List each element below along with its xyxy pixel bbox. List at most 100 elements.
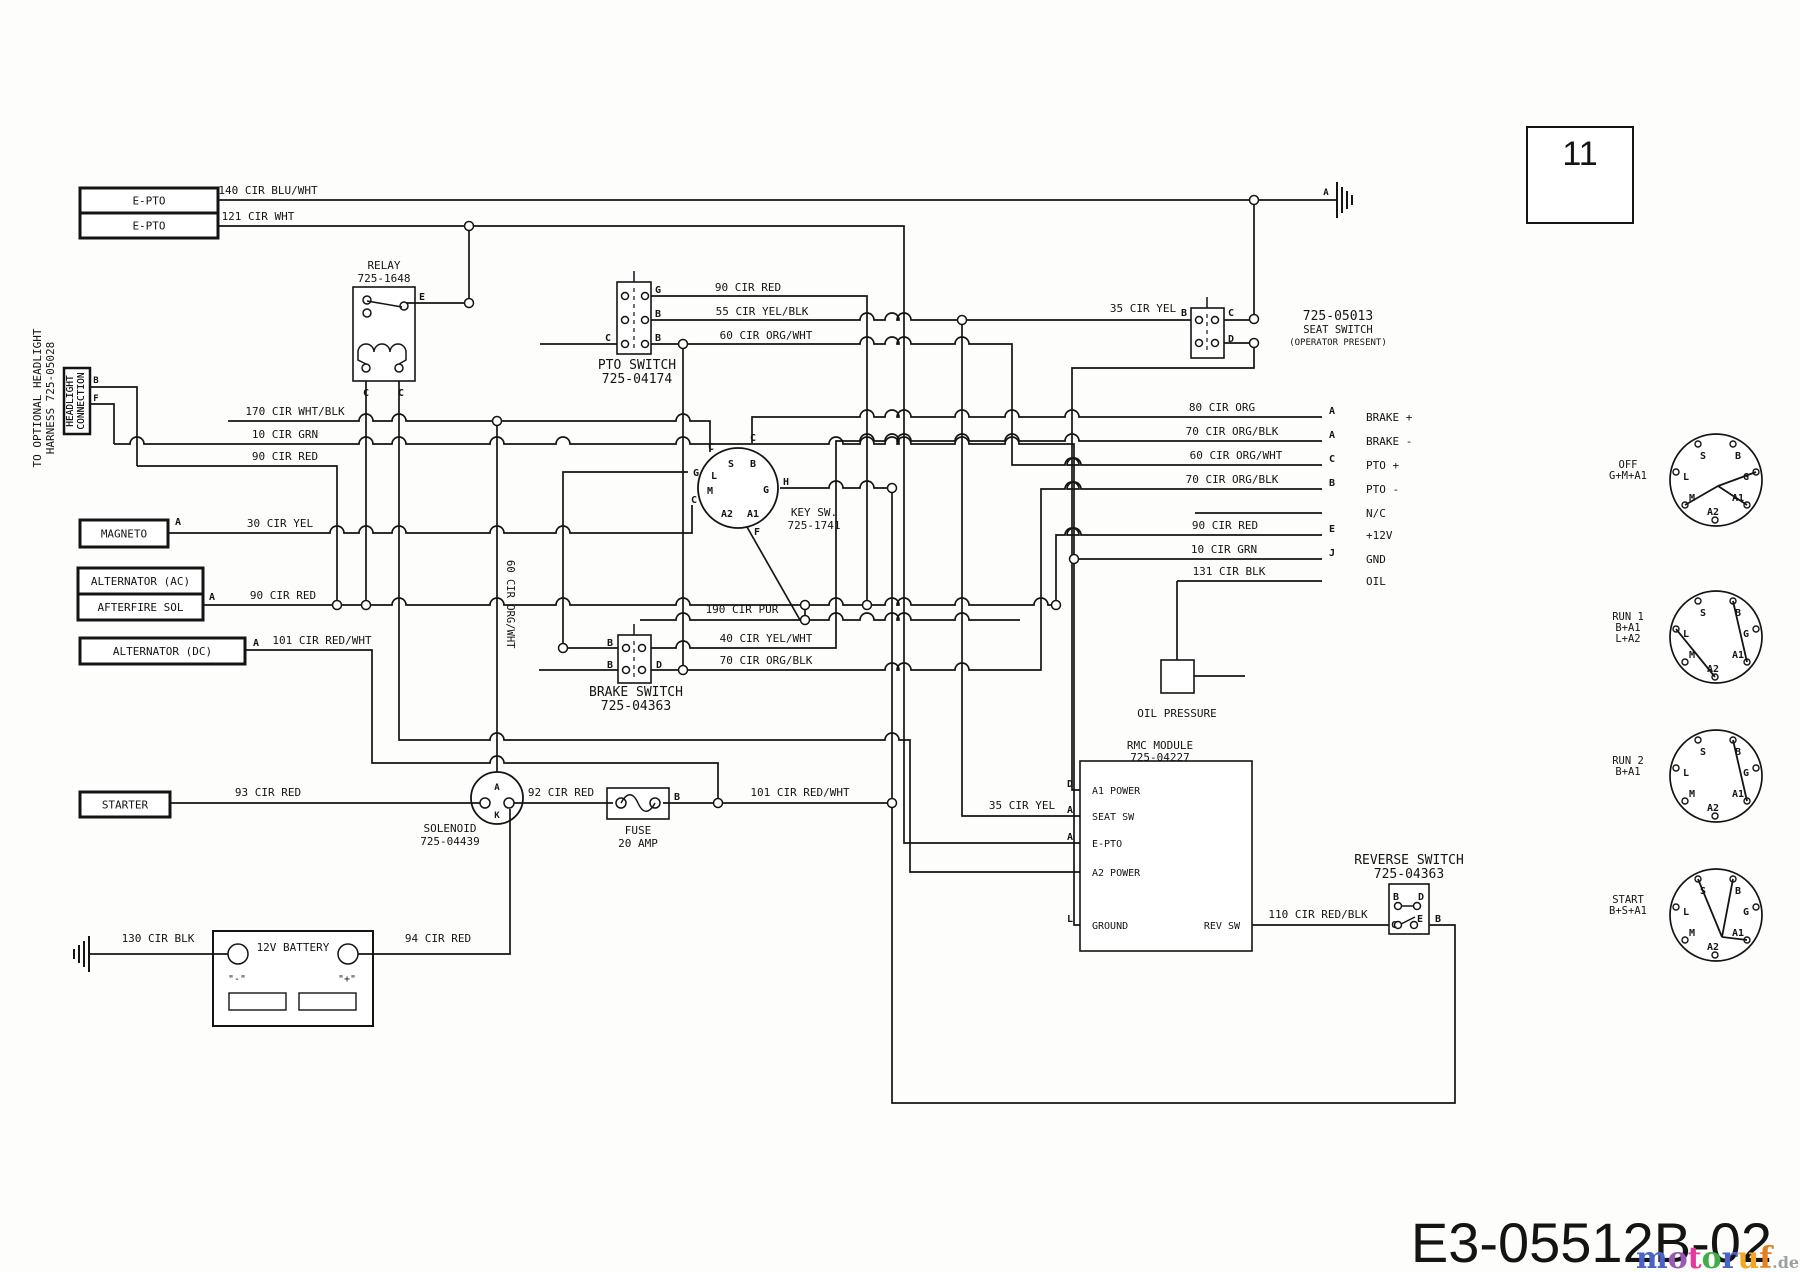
pin-letter: A — [1067, 805, 1073, 816]
terminal-post — [362, 308, 372, 318]
terminal-post — [1393, 920, 1403, 930]
pin-name: OIL — [1366, 575, 1386, 588]
wire-label: 90 CIR RED — [1192, 519, 1258, 532]
wire-55-35-yel — [651, 312, 1191, 321]
headlight-connection-box-vlabel: CONNECTION — [76, 372, 87, 429]
pin-name: PTO + — [1366, 459, 1399, 472]
terminal-post — [1393, 901, 1403, 911]
alternator-dc-box — [78, 636, 247, 666]
component-label: 725-04363 — [601, 699, 671, 714]
battery-cell-1 — [228, 992, 287, 1011]
key-position-off-terminal-s: S — [1700, 451, 1706, 462]
wire-label: 101 CIR RED/WHT — [750, 786, 850, 799]
key-position-run2-caption: RUN 2 — [1612, 755, 1644, 767]
wire-key-f-diag — [746, 526, 801, 621]
battery-polarity: "+" — [338, 974, 356, 985]
pin-letter: C — [363, 388, 369, 399]
pin-letter: B — [1393, 892, 1399, 903]
junction-node — [463, 220, 475, 232]
component-label: KEY SW. — [791, 506, 837, 519]
terminal-post — [1409, 920, 1419, 930]
wire-relay-c2 — [398, 381, 1080, 873]
component-label: 20 AMP — [618, 837, 658, 850]
pin-letter: E — [1417, 914, 1423, 925]
wire-pto-g-90 — [651, 295, 868, 605]
key-position-start-terminal-a1: A1 — [1732, 928, 1744, 939]
wire-headlight-b — [90, 386, 138, 466]
alternator-ac-box — [76, 566, 205, 596]
pin-letter: D — [1228, 334, 1234, 345]
pin-letter: E — [419, 292, 425, 303]
component-label: 12V BATTERY — [257, 941, 330, 954]
key-position-off-terminal-l: L — [1683, 472, 1689, 483]
key-position-run1-terminal-l: L — [1683, 629, 1689, 640]
key-position-off-post-s — [1694, 440, 1702, 448]
pin-letter: J — [1329, 548, 1335, 559]
wire-label: 70 CIR ORG/BLK — [720, 654, 813, 667]
key-position-start — [1669, 868, 1763, 962]
junction-node — [712, 797, 724, 809]
wire-label: 90 CIR RED — [715, 281, 781, 294]
key-position-start-terminal-a2: A2 — [1707, 942, 1719, 953]
terminal-post — [620, 315, 630, 325]
pin-letter: D — [1067, 779, 1073, 790]
key-position-run1-post-g — [1752, 625, 1760, 633]
wire-rmc-35-yel — [961, 320, 1080, 817]
key-position-start-caption: START — [1612, 894, 1644, 906]
key-position-off-contact-line — [1717, 471, 1757, 487]
reverse-blade — [1400, 916, 1416, 925]
wire-label: 131 CIR BLK — [1193, 565, 1266, 578]
component-label: 725-1648 — [358, 272, 411, 285]
component-label: SEAT SWITCH — [1303, 324, 1373, 336]
pin-letter: B — [607, 660, 613, 671]
wire-label: 60 CIR ORG/WHT — [1190, 449, 1283, 462]
wire-label: 110 CIR RED/BLK — [1268, 908, 1368, 921]
key-position-off-post-b — [1729, 440, 1737, 448]
sheet-number-box — [1526, 126, 1634, 224]
wire-label: 94 CIR RED — [405, 932, 471, 945]
key-position-start-terminal-g: G — [1743, 907, 1749, 918]
pin-letter: C — [398, 388, 404, 399]
key-terminal-s: S — [728, 459, 734, 470]
key-pin-h: H — [783, 477, 789, 488]
afterfire-sol-box-label: AFTERFIRE SOL — [97, 601, 183, 614]
terminal-post — [621, 643, 631, 653]
key-position-run2-post-s — [1694, 736, 1702, 744]
component-label: 725-1741 — [788, 519, 841, 532]
wire-label: 70 CIR ORG/BLK — [1186, 425, 1279, 438]
pin-letter: A — [494, 783, 500, 793]
terminal-post — [1194, 315, 1204, 325]
rmc-pin-label: A2 POWER — [1092, 868, 1141, 879]
pin-name: +12V — [1366, 529, 1393, 542]
terminal-post — [399, 301, 409, 311]
rmc-pin-label: A1 POWER — [1092, 786, 1141, 797]
wire-90-red-left — [137, 465, 338, 605]
junction-node — [1248, 337, 1260, 349]
key-position-off-post-l — [1672, 468, 1680, 476]
terminal-post — [621, 665, 631, 675]
key-position-run2-contact-line — [1732, 739, 1748, 802]
pin-letter: G — [655, 285, 661, 296]
wire-label: 35 CIR YEL — [989, 799, 1056, 812]
key-position-run2-terminal-b: B — [1735, 747, 1741, 758]
terminal-post — [1210, 315, 1220, 325]
rmc-pin-label: GROUND — [1092, 921, 1128, 932]
wire-121-wht-epto — [218, 225, 1080, 844]
key-position-start-post-m — [1681, 936, 1689, 944]
headlight-connection-box-vlabel: HEADLIGHT — [65, 375, 76, 427]
pin-letter: A — [175, 517, 181, 528]
starter-box-label: STARTER — [102, 799, 149, 812]
key-position-run1-caption: B+A1 — [1615, 622, 1640, 634]
key-position-off-caption: G+M+A1 — [1609, 470, 1647, 482]
key-position-off-post-a2 — [1711, 516, 1719, 524]
junction-node — [463, 297, 475, 309]
junction-node — [360, 599, 372, 611]
key-position-start-contact-line — [1721, 936, 1748, 941]
alternator-ac-box-label: ALTERNATOR (AC) — [91, 575, 190, 588]
wire-label: 170 CIR WHT/BLK — [245, 405, 345, 418]
wire-label: 80 CIR ORG — [1189, 401, 1255, 414]
terminal-post — [503, 797, 515, 809]
key-position-run2-post-m — [1681, 797, 1689, 805]
terminal-post — [1210, 338, 1220, 348]
key-position-start-terminal-l: L — [1683, 907, 1689, 918]
